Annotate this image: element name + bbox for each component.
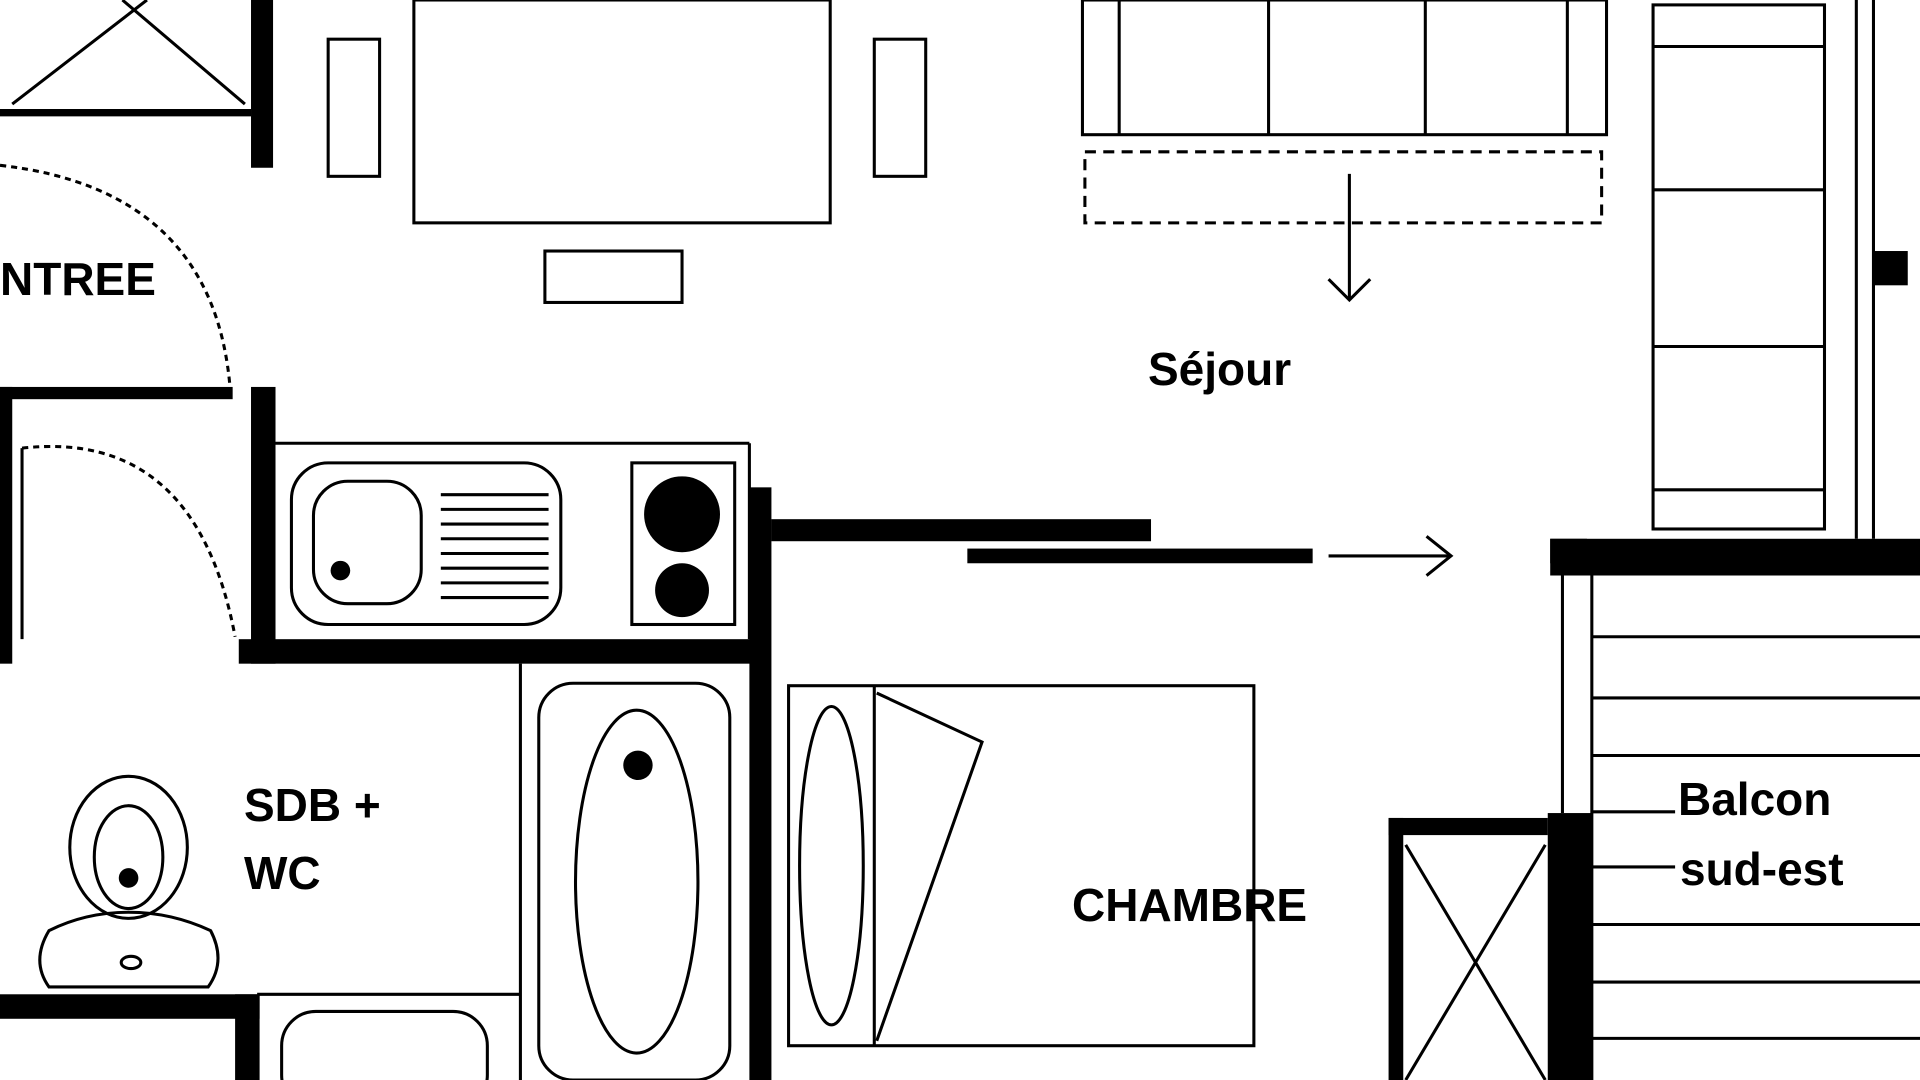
bed bbox=[787, 684, 1256, 1048]
room-label-balcon-line2: sud-est bbox=[1680, 843, 1844, 895]
room-label-sejour: Séjour bbox=[1148, 343, 1292, 395]
closet-top-left bbox=[0, 0, 252, 117]
chair-right bbox=[872, 37, 928, 178]
right-cabinet bbox=[1651, 0, 1908, 539]
room-label-sdb-line1: SDB + bbox=[244, 779, 381, 831]
balcony-slats bbox=[1560, 575, 1920, 1080]
room-label-balcon-line1: Balcon bbox=[1678, 773, 1832, 825]
wall-entry-top bbox=[251, 0, 274, 168]
washbasin bbox=[280, 1009, 489, 1080]
chair-bottom bbox=[543, 249, 684, 304]
chair-left bbox=[326, 37, 382, 178]
dining-table bbox=[412, 0, 832, 225]
room-label-chambre: CHAMBRE bbox=[1072, 879, 1308, 931]
bathtub bbox=[537, 681, 732, 1080]
walls bbox=[0, 386, 1920, 1080]
balcony-closet bbox=[1404, 844, 1547, 1080]
room-label-entree: NTREE bbox=[0, 253, 156, 305]
sofa bbox=[1080, 0, 1609, 303]
room-label-sdb-line2: WC bbox=[244, 847, 321, 899]
sliding-door-arrow bbox=[1328, 535, 1454, 577]
kitchen-counter bbox=[275, 441, 751, 640]
hall-door-swing bbox=[21, 445, 237, 638]
entry-door-swing bbox=[0, 163, 232, 390]
toilet bbox=[38, 774, 220, 989]
